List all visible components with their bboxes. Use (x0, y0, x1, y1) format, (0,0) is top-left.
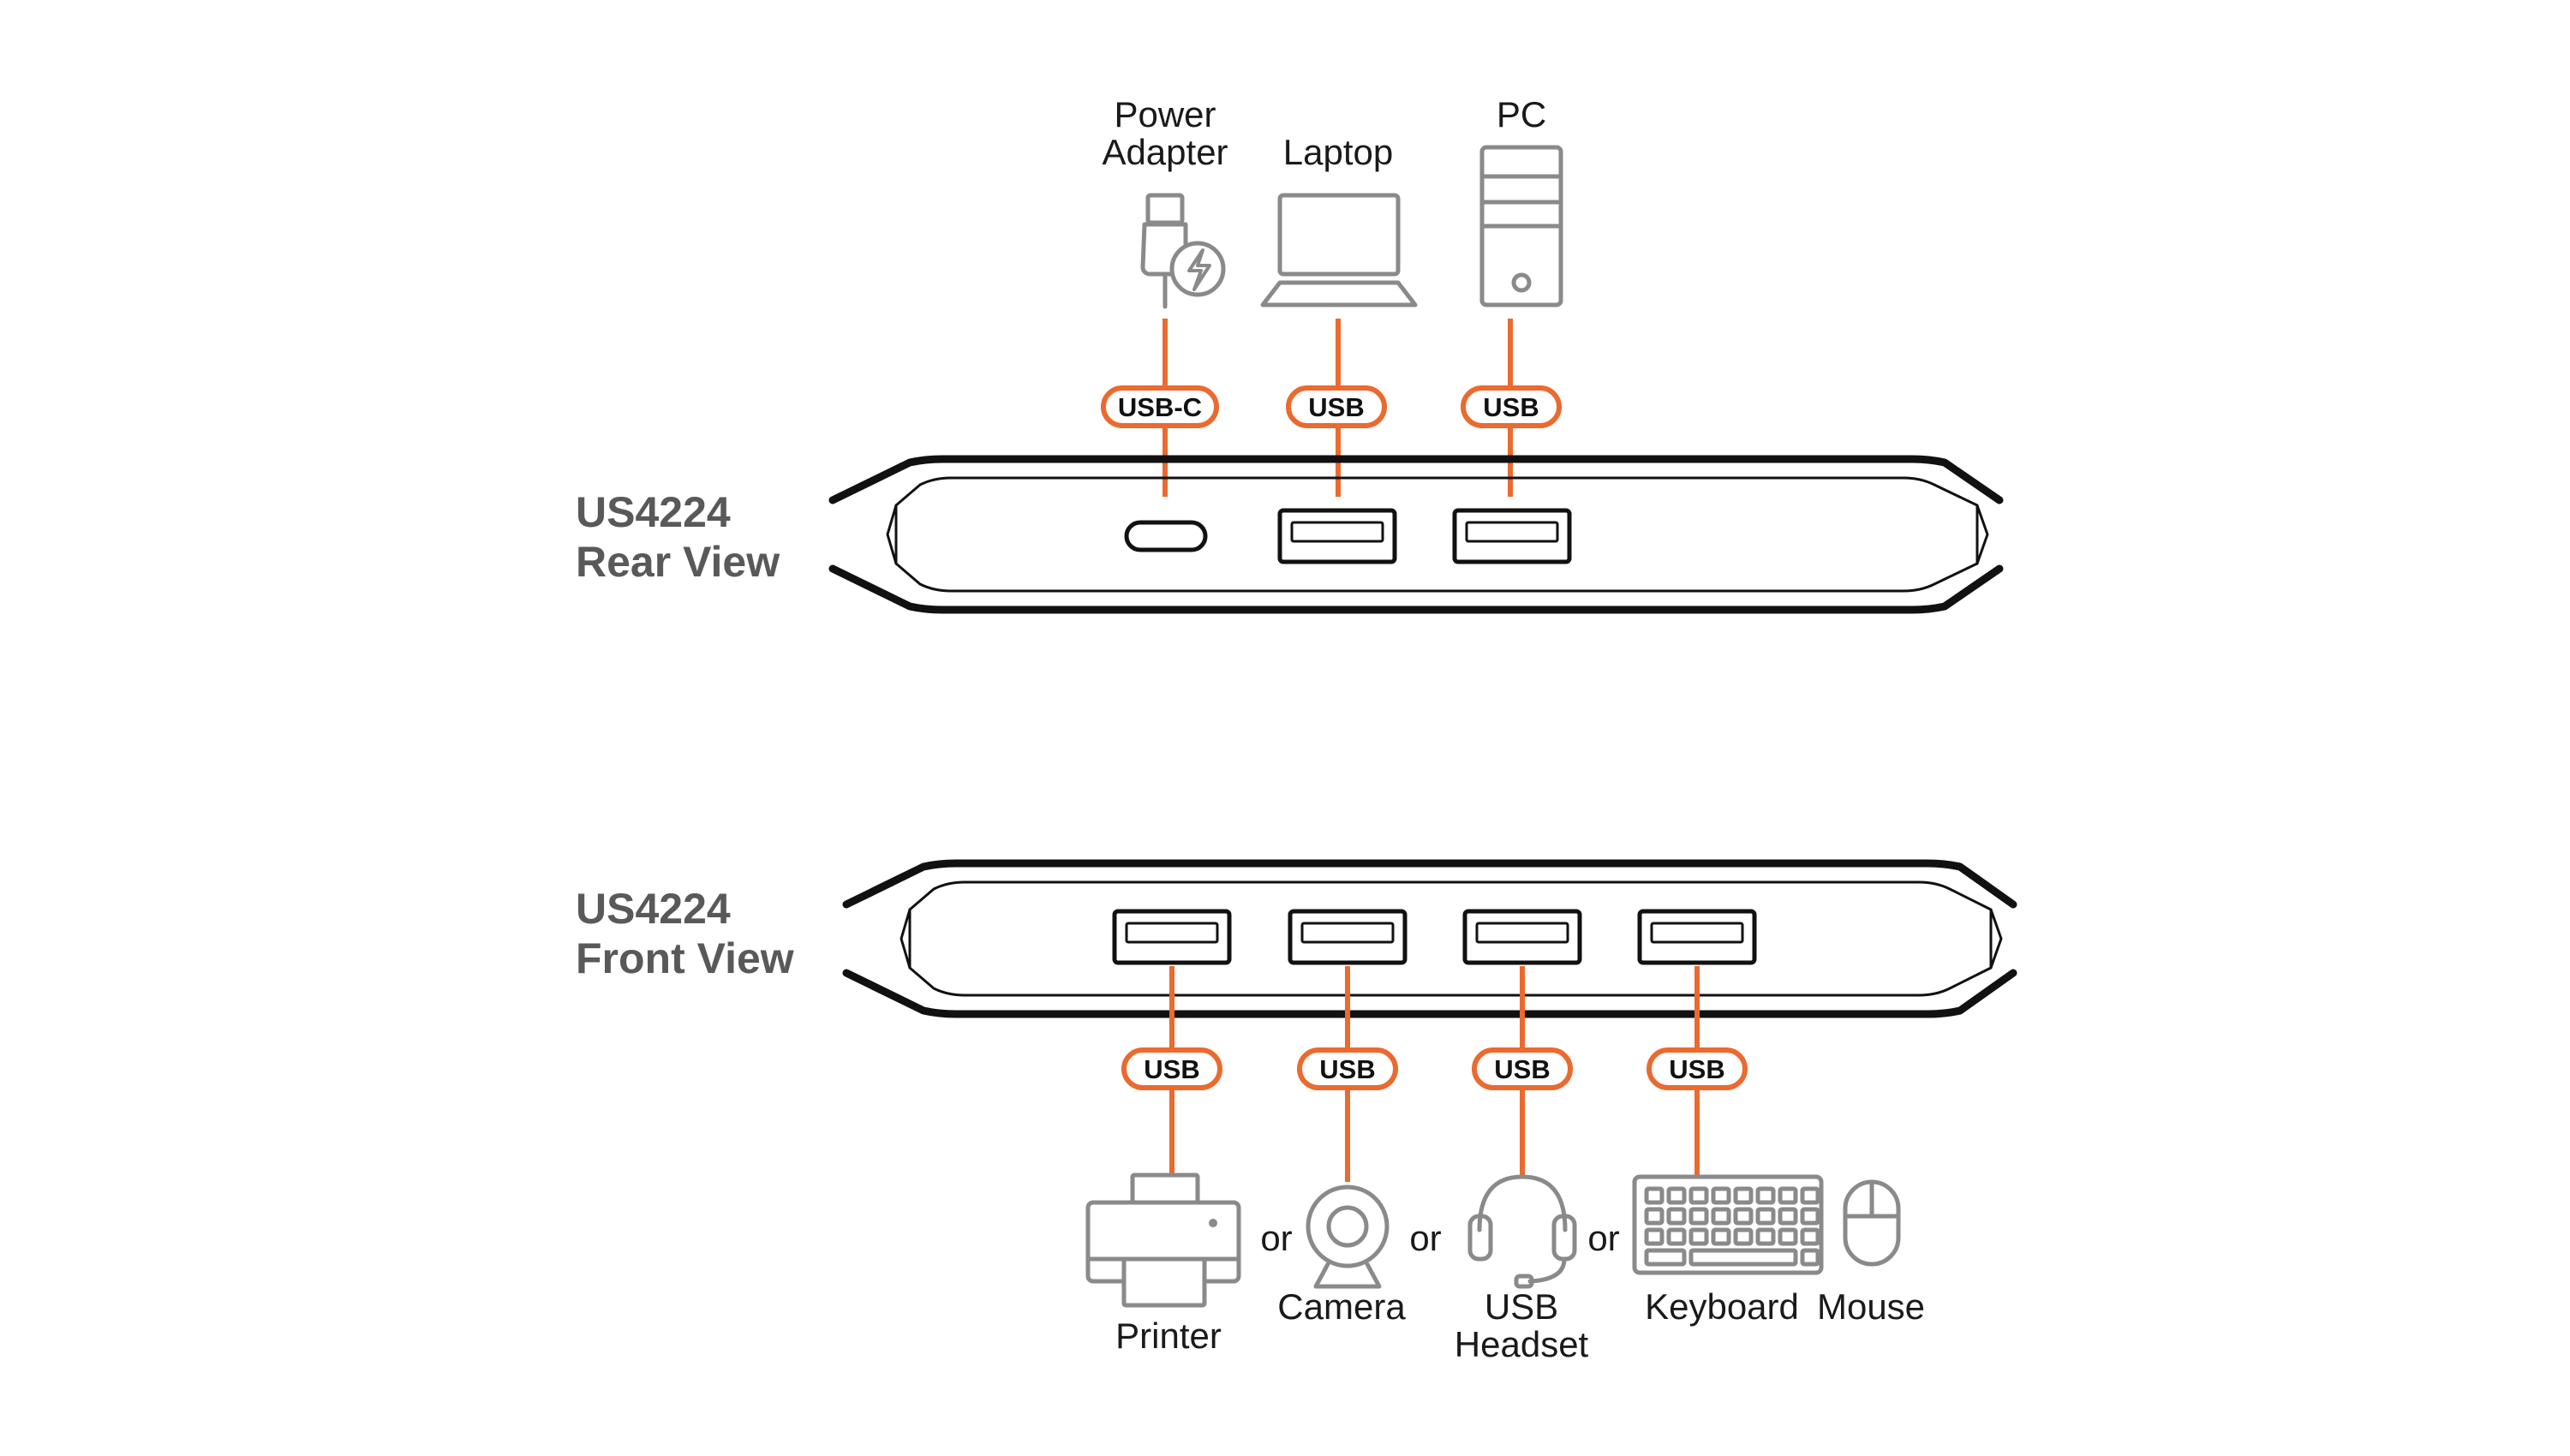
front-hub-body (842, 859, 2017, 1018)
printer-label: Printer (1115, 1316, 1222, 1356)
rear-connector-usb-2: USB (1461, 385, 1562, 428)
separator-or-3: or (1587, 1218, 1619, 1258)
front-port-usb-2 (1288, 909, 1408, 965)
keyboard-key (1800, 1227, 1820, 1246)
keyboard-key (1711, 1186, 1731, 1205)
keyboard-key (1733, 1186, 1754, 1205)
power-adapter-label-line1: Power (1114, 94, 1216, 134)
rear-port-usb-1 (1277, 508, 1397, 564)
separator-or-2: or (1409, 1218, 1441, 1258)
pc-label: PC (1497, 94, 1546, 134)
laptop-label: Laptop (1283, 132, 1393, 172)
webcam-icon (1306, 1184, 1390, 1289)
front-connector-usb-1: USB (1121, 1047, 1222, 1090)
rear-connector-usbc: USB-C (1101, 385, 1219, 428)
separator-or-1: or (1260, 1218, 1292, 1258)
printer-icon (1085, 1173, 1241, 1308)
keyboard-key (1800, 1248, 1820, 1267)
front-connector-usb-4: USB (1647, 1047, 1748, 1090)
front-title-model: US4224 (576, 885, 731, 933)
mouse-label: Mouse (1817, 1286, 1925, 1327)
keyboard-key (1733, 1227, 1754, 1246)
rear-connector-usb-1: USB (1286, 385, 1387, 428)
keyboard-key (1755, 1186, 1776, 1205)
keyboard-key (1644, 1207, 1665, 1226)
rear-title-view: Rear View (576, 538, 780, 586)
keyboard-key (1778, 1186, 1798, 1205)
keyboard-key (1711, 1227, 1731, 1246)
keyboard-key (1800, 1207, 1820, 1226)
keyboard-key (1666, 1186, 1687, 1205)
front-connector-usb-2-label: USB (1319, 1054, 1375, 1084)
front-view: US4224 Front View (576, 859, 2017, 1364)
headset-icon (1467, 1174, 1577, 1289)
keyboard-spacebar (1688, 1248, 1798, 1267)
front-port-usb-3 (1462, 909, 1582, 965)
keyboard-key (1644, 1227, 1665, 1246)
keyboard-key (1778, 1207, 1798, 1226)
keyboard-keys (1644, 1186, 1820, 1267)
headset-label-line2: Headset (1455, 1324, 1589, 1364)
keyboard-key (1755, 1227, 1776, 1246)
keyboard-key (1778, 1227, 1798, 1246)
front-port-usb-1 (1112, 909, 1232, 965)
keyboard-label: Keyboard (1645, 1286, 1799, 1327)
rear-connector-usbc-label: USB-C (1118, 392, 1202, 422)
front-port-usb-4 (1637, 909, 1757, 965)
pc-tower-icon (1479, 145, 1563, 307)
keyboard-key (1800, 1186, 1820, 1205)
front-title-view: Front View (576, 934, 794, 982)
camera-label: Camera (1277, 1286, 1406, 1327)
rear-view: US4224 Rear View Power Adapter Laptop PC (576, 94, 2004, 614)
power-adapter-label-line2: Adapter (1102, 132, 1228, 172)
printer-indicator-icon (1209, 1219, 1217, 1227)
keyboard-key (1711, 1207, 1731, 1226)
keyboard-key (1688, 1227, 1709, 1246)
front-connector-usb-1-label: USB (1144, 1054, 1199, 1084)
keyboard-key (1688, 1186, 1709, 1205)
rear-port-usb-2 (1452, 508, 1572, 564)
front-connector-usb-3: USB (1472, 1047, 1573, 1090)
keyboard-key (1733, 1207, 1754, 1226)
keyboard-key (1666, 1207, 1687, 1226)
laptop-icon (1260, 193, 1418, 307)
rear-port-usbc (1124, 520, 1208, 552)
power-adapter-icon (1140, 193, 1226, 309)
keyboard-key (1666, 1227, 1687, 1246)
front-connector-usb-3-label: USB (1494, 1054, 1550, 1084)
rear-connector-usb-1-label: USB (1308, 392, 1364, 422)
rear-hub-body (828, 455, 2004, 614)
keyboard-icon (1632, 1174, 1824, 1275)
keyboard-key (1755, 1207, 1776, 1226)
keyboard-key (1644, 1248, 1687, 1267)
headset-label-line1: USB (1485, 1286, 1558, 1327)
keyboard-key (1644, 1186, 1665, 1205)
front-connector-usb-2: USB (1297, 1047, 1398, 1090)
mouse-icon (1843, 1179, 1901, 1267)
front-connector-usb-4-label: USB (1669, 1054, 1724, 1084)
rear-title-model: US4224 (576, 488, 731, 536)
rear-connector-usb-2-label: USB (1483, 392, 1539, 422)
keyboard-key (1688, 1207, 1709, 1226)
